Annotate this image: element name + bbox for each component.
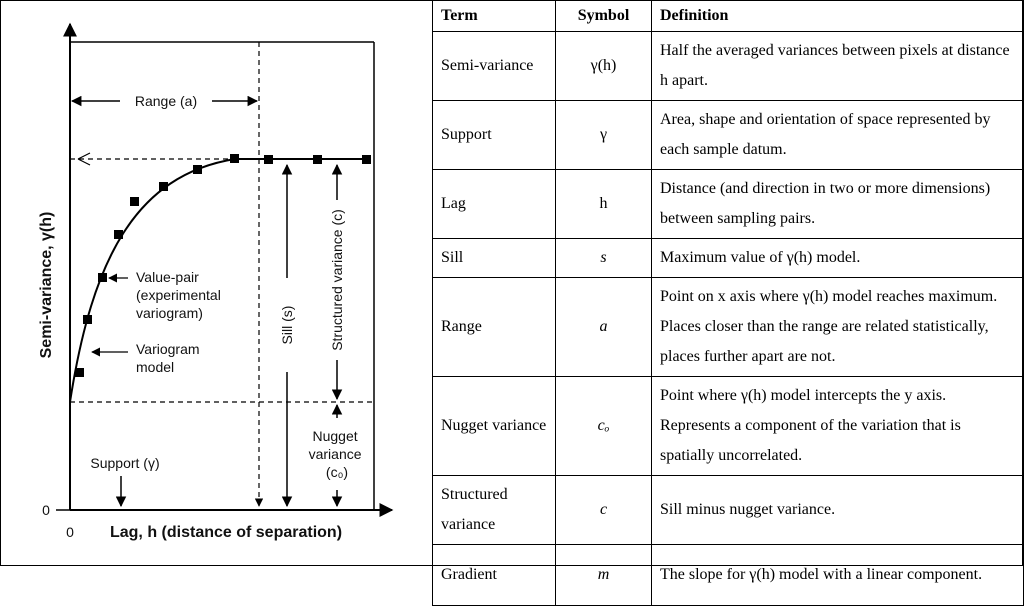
y-origin-tick: 0 xyxy=(42,502,50,518)
header-symbol: Symbol xyxy=(555,0,652,32)
nugget-label: Nugget variance (c₀) xyxy=(309,428,366,480)
table-row: Nugget variance cₒ Point where γ(h) mode… xyxy=(432,376,1024,476)
value-pair-point xyxy=(264,155,273,164)
cell-term: Gradient xyxy=(432,544,556,606)
cell-symbol: cₒ xyxy=(555,376,652,476)
table-row: Semi-variance γ(h) Half the averaged var… xyxy=(432,31,1024,101)
value-pair-point xyxy=(75,368,84,377)
cell-definition: Point on x axis where γ(h) model reaches… xyxy=(651,277,1024,377)
value-pairs xyxy=(75,154,371,377)
value-pair-point xyxy=(313,155,322,164)
cell-term: Semi-variance xyxy=(432,31,556,101)
cell-definition: Half the averaged variances between pixe… xyxy=(651,31,1024,101)
x-origin-tick: 0 xyxy=(66,524,74,540)
value-pair-point xyxy=(83,315,92,324)
table-row: Support γ Area, shape and orientation of… xyxy=(432,100,1024,170)
cell-symbol: a xyxy=(555,277,652,377)
value-pair-label-line: (experimental xyxy=(136,287,221,303)
nugget-label-line: Nugget xyxy=(312,428,357,444)
model-label-line: Variogram xyxy=(136,341,200,357)
model-label: Variogram model xyxy=(136,341,203,375)
nugget-label-line: variance xyxy=(309,446,362,462)
table-row: Lag h Distance (and direction in two or … xyxy=(432,169,1024,239)
table-row: Structured variance c Sill minus nugget … xyxy=(432,475,1024,545)
variogram-figure: Range (a) Value-pair (experimental vario… xyxy=(0,0,432,567)
variogram-diagram: Range (a) Value-pair (experimental vario… xyxy=(38,22,394,541)
value-pair-point xyxy=(98,273,107,282)
cell-term: Range xyxy=(432,277,556,377)
x-axis-label: Lag, h (distance of separation) xyxy=(110,524,342,541)
sill-line-arrowhead xyxy=(77,152,91,166)
model-label-line: model xyxy=(136,359,174,375)
nugget-label-line: (c₀) xyxy=(326,464,348,480)
cell-symbol: h xyxy=(555,169,652,239)
y-axis-label: Semi-variance, γ(h) xyxy=(38,212,55,359)
sill-label: Sill (s) xyxy=(279,306,295,345)
variogram-model-curve xyxy=(69,158,368,403)
table-row: Gradient m The slope for γ(h) model with… xyxy=(432,544,1024,606)
cell-term: Sill xyxy=(432,238,556,278)
header-definition: Definition xyxy=(651,0,1024,32)
table-row: Range a Point on x axis where γ(h) model… xyxy=(432,277,1024,377)
cell-definition: Point where γ(h) model intercepts the y … xyxy=(651,376,1024,476)
cell-definition: Maximum value of γ(h) model. xyxy=(651,238,1024,278)
value-pair-point xyxy=(130,197,139,206)
cell-symbol: s xyxy=(555,238,652,278)
value-pair-point xyxy=(114,230,123,239)
value-pair-point xyxy=(362,155,371,164)
cell-term: Support xyxy=(432,100,556,170)
value-pair-point xyxy=(193,165,202,174)
value-pair-point xyxy=(159,182,168,191)
support-label: Support (γ) xyxy=(90,455,159,471)
cell-term: Lag xyxy=(432,169,556,239)
cell-term: Nugget variance xyxy=(432,376,556,476)
cell-definition: Distance (and direction in two or more d… xyxy=(651,169,1024,239)
cell-symbol: m xyxy=(555,544,652,606)
value-pair-label-line: variogram) xyxy=(136,305,203,321)
cell-definition: Area, shape and orientation of space rep… xyxy=(651,100,1024,170)
structured-variance-label: Structured variance (c) xyxy=(329,209,345,351)
value-pair-point xyxy=(230,154,239,163)
cell-symbol: c xyxy=(555,475,652,545)
value-pair-label: Value-pair (experimental variogram) xyxy=(136,269,225,321)
cell-symbol: γ xyxy=(555,100,652,170)
cell-definition: Sill minus nugget variance. xyxy=(651,475,1024,545)
value-pair-label-line: Value-pair xyxy=(136,269,199,285)
glossary-table: Term Symbol Definition Semi-variance γ(h… xyxy=(432,0,1024,606)
range-label: Range (a) xyxy=(135,93,197,109)
cell-term: Structured variance xyxy=(432,475,556,545)
cell-definition: The slope for γ(h) model with a linear c… xyxy=(651,544,1024,606)
table-row: Sill s Maximum value of γ(h) model. xyxy=(432,238,1024,278)
table-header-row: Term Symbol Definition xyxy=(432,0,1024,32)
header-term: Term xyxy=(432,0,556,32)
cell-symbol: γ(h) xyxy=(555,31,652,101)
